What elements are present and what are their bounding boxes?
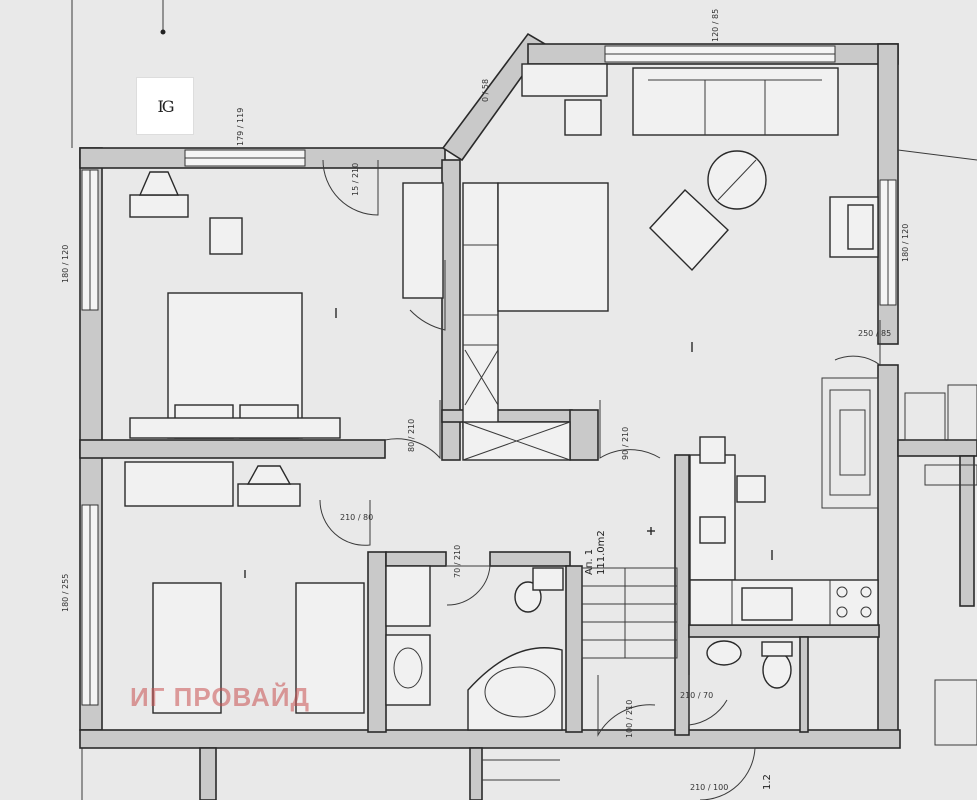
bathroom-fixtures (385, 565, 564, 731)
dim-bottom: 210 / 100 (690, 783, 728, 792)
stairs (581, 567, 678, 659)
doors (319, 159, 881, 800)
bedroom-2-furniture (497, 63, 609, 312)
dim-top-right: 120 / 85 (711, 9, 720, 42)
dim-door-90: 90 / 210 (621, 427, 630, 460)
dim-left-window: 180 / 120 (61, 245, 70, 283)
right-side-structure (821, 149, 977, 746)
bedroom-3-furniture (124, 461, 365, 714)
watermark: ИГ ПРОВАЙД (130, 682, 311, 712)
dining-furniture (689, 436, 766, 581)
logo: IG (136, 77, 194, 135)
logo-mark: IG (157, 96, 174, 116)
dim-right-door: 250 / 85 (858, 329, 891, 338)
wardrobe (462, 182, 571, 461)
kitchen-furniture (689, 579, 879, 626)
dim-left-window-b: 180 / 255 (61, 574, 70, 612)
bedroom-1-furniture (129, 171, 444, 439)
lower-structure (199, 747, 560, 800)
windows (81, 45, 897, 706)
dim-door-100: 100 / 210 (625, 700, 634, 738)
area-label: 111.0m2 (596, 530, 607, 575)
living-room-furniture (632, 67, 879, 272)
dim-door-70: 70 / 210 (453, 545, 462, 578)
dim-door-80b: 210 / 80 (340, 513, 373, 522)
dim-top-window: 179 / 119 (236, 108, 245, 146)
dim-door-15: 15 / 210 (351, 163, 360, 196)
dim-diag-window: 0 / 58 (481, 79, 490, 102)
dim-door-80: 80 / 210 (407, 419, 416, 452)
north-dot (160, 29, 166, 35)
bottom-right-label: 1.2 (762, 774, 773, 790)
wc-fixtures (706, 640, 793, 689)
dim-right-window: 180 / 120 (901, 224, 910, 262)
apartment-label: Ап. 1 (584, 549, 595, 575)
dim-door-70b: 210 / 70 (680, 691, 713, 700)
